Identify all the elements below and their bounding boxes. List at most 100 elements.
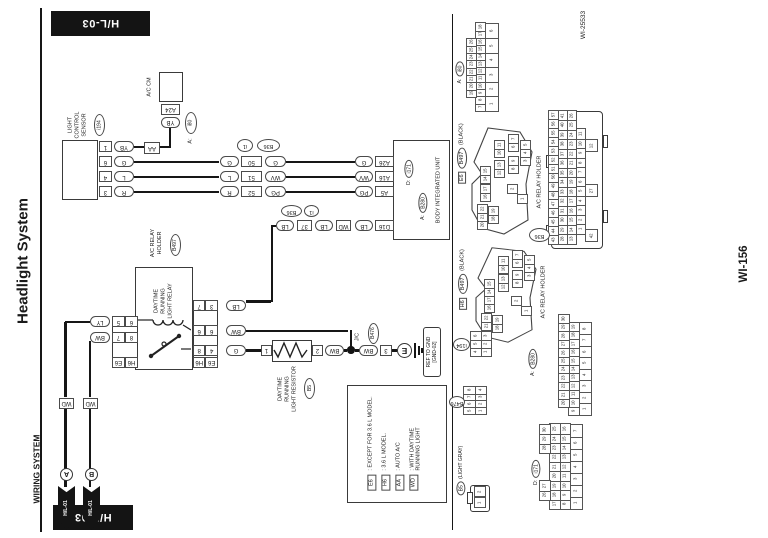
pin-cell: 7 [112,332,125,343]
pin-cell: 4 [205,345,218,356]
wire-color-pill: LB [355,220,373,232]
pin-cell: 3 [484,66,499,83]
connector-id-oval: B36 [257,139,280,152]
pin-cell: 4 [569,460,583,474]
wire [134,145,144,149]
circle-a: A [60,468,73,481]
pin-cell: 1 [261,345,272,356]
wire-color-pill: R [220,186,239,198]
pin-cell: 6 [193,325,206,337]
light-control-sensor-box [62,140,98,200]
pin-cell: 9 [508,156,519,166]
pin-cell: 3 [569,472,583,486]
wire [64,322,67,397]
circle-b: B [85,468,98,481]
joint-aa: AA [144,142,160,154]
pin-cell: E6 [205,357,218,368]
legend-code-h6: H6 [381,474,391,491]
pin-cell: 42 [585,229,598,242]
pin-cell: 3 [205,300,218,312]
connector-id-oval: B36 [281,205,302,217]
pin-cell: 1 [521,306,532,316]
wire-color-pill: G [114,156,134,168]
pin-cell: A16 [375,171,394,183]
wire [89,409,92,469]
pin-cell: 17 [480,184,491,194]
page-title: Headlight System [14,198,32,324]
pin-cell: 5 [484,37,499,54]
wire-color-pill: G [226,345,246,356]
pin-cell: 1 [578,402,592,416]
pin-cell: 2 [484,81,499,98]
label: E6 B497 (BLACK) [457,123,467,184]
pin-cell: 1 [474,497,486,508]
wire [350,330,353,347]
pin-cell: 7 [569,424,583,438]
wire-color-pill: YB [161,117,180,128]
pin-cell: 2 [474,486,486,497]
ac-cm-box [159,72,183,102]
pin-cell: 6 [569,436,583,450]
wire [168,127,171,148]
wire-color-pill: BW [325,345,344,356]
label: B5 (LIGHT GRAY) [456,446,466,497]
wire-color-pill: YB [114,141,134,153]
pin-cell: 26 [466,37,477,47]
label: A/C RELAY HOLDER [536,155,543,209]
pin-cell: 12 [585,139,598,152]
section-divider [451,14,453,530]
component-box [603,135,608,148]
wire [270,225,273,302]
pin-cell: 27 [585,184,598,197]
pin-cell: 22 [481,313,492,323]
pin-cell: A5 [375,186,394,198]
pin-cell: 6 [125,316,138,328]
wire [89,341,92,397]
pin-cell: 4 [99,171,112,183]
wire-color-pill: LB [315,220,333,232]
component-box [603,210,608,223]
drl-resistor-box [272,340,312,362]
wire-color-pill: LY [90,316,110,328]
pin-cell: 6 [578,345,592,359]
pin-cell: 8 [193,345,206,356]
pin-cell: 30 [539,423,551,436]
label: A: B280 [528,348,538,376]
label: A/C RELAY HOLDER [540,265,547,319]
label: D: i171 [531,459,541,485]
pin-cell: H6 [125,357,138,368]
legend: E6 : EXCEPT FOR 3.6 L MODEL.H6 : 3.6 L M… [367,396,426,491]
connector-id-oval: i194 [94,114,105,136]
pin-cell: 8 [125,332,138,343]
pin-cell: 5 [524,255,535,265]
wire-color-pill: WV [355,171,373,183]
pin-cell: 3 [578,379,592,393]
pin-cell: 37 [297,220,312,232]
wire-color-pill: LB [226,300,246,312]
wire [64,480,67,487]
pin-cell: WD [336,220,351,232]
connector-id-oval: B476 [449,396,465,408]
pin-cell: 52 [241,186,262,198]
connector-id-oval: i194 [453,338,470,351]
wire-color-pill: BW [359,345,378,356]
connector-id-oval: i1 [304,205,319,217]
wire [246,329,348,333]
pin-cell: 51 [241,171,262,183]
wire [65,321,90,324]
connector-id-oval: B5 [304,378,315,399]
wire-color-pill: G [265,156,286,168]
wire-color-pill: PG [265,186,286,198]
ac-cm-label: A/C CM [146,77,153,97]
pin-cell: A26 [375,156,394,168]
label: A: i80 [455,61,465,83]
pin-cell: 30 [558,313,570,324]
pin-cell: 4 [578,368,592,382]
wire-color-pill: R [114,186,134,198]
pin-cell: 3 [380,345,392,356]
pin-cell: 7 [193,300,206,312]
ref-to-gnd-label: REF TO GND[GND-02] [425,336,438,368]
